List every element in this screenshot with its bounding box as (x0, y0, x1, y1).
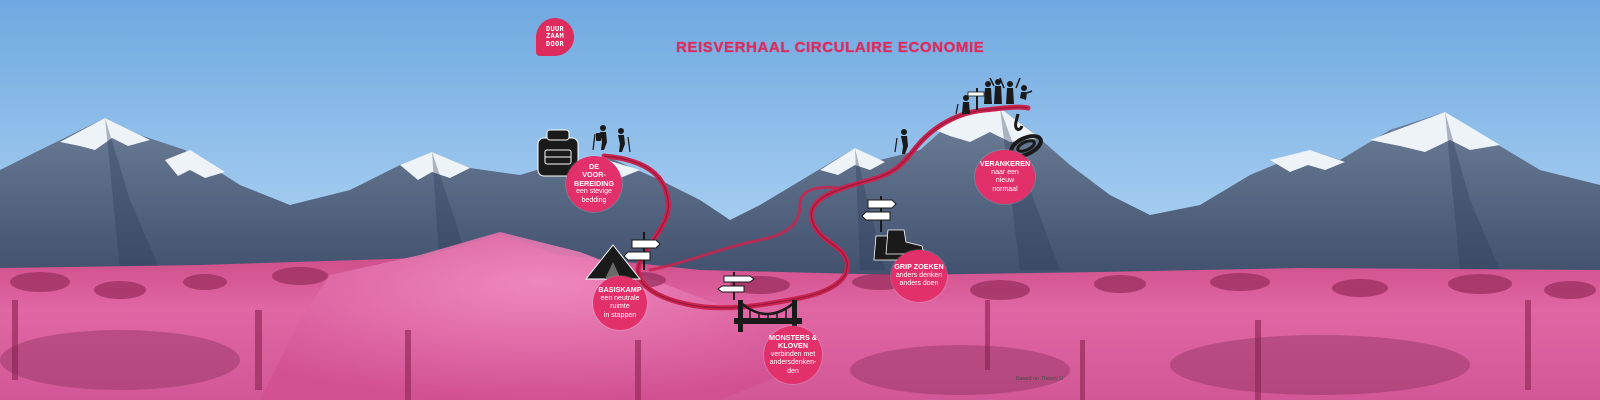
page-title: REISVERHAAL CIRCULAIRE ECONOMIE (676, 39, 985, 56)
station-subtitle: een stevige bedding (576, 188, 612, 204)
pink-hill (260, 232, 820, 400)
credit-text: Based on Theory U (1016, 376, 1064, 382)
duurzaamdoor-logo: DUUR ZAAM DOOR (536, 18, 574, 56)
backpack-icon (537, 129, 579, 177)
logo-line: DOOR (545, 39, 565, 48)
station-subtitle: naar een nieuw normaal (991, 168, 1019, 193)
logo-line: DUUR (545, 24, 565, 33)
station-grip-zoeken: GRIP ZOEKEN anders denken anders doen (891, 250, 947, 302)
station-title: DE VOOR- BEREIDING (574, 161, 614, 188)
bridge-icon (734, 300, 802, 332)
station-subtitle: verbinden met andersdenken- den (769, 350, 817, 375)
rock-shading (105, 108, 1500, 270)
logo-line: ZAAM (545, 32, 565, 41)
snow-caps (60, 108, 1500, 180)
journey-path-inner (603, 106, 1029, 309)
hiker-climbing-icon (894, 129, 908, 154)
station-title: MONSTERS & KLOVEN (769, 332, 817, 351)
station-verankeren: VERANKEREN naar een nieuw normaal (975, 150, 1035, 204)
signpost-icon (861, 196, 897, 232)
station-subtitle: een neutrale ruimte in stappen (600, 294, 640, 319)
station-monsters-kloven: MONSTERS & KLOVEN verbinden met andersde… (764, 326, 822, 384)
field-shadows (0, 330, 1470, 395)
station-subtitle: anders denken anders doen (895, 271, 943, 288)
signpost-icon (717, 272, 755, 300)
hikers-icon (592, 125, 631, 153)
station-basiskamp: BASISKAMP een neutrale ruimte in stappen (593, 276, 647, 330)
station-title: VERANKEREN (979, 159, 1031, 168)
signpost-icon (623, 232, 661, 270)
station-title: GRIP ZOEKEN (894, 262, 944, 272)
station-voorbereiding: DE VOOR- BEREIDING een stevige bedding (566, 156, 622, 212)
summit-people-icon (955, 77, 1033, 115)
journey-path-return (648, 185, 840, 272)
station-title: BASISKAMP (598, 285, 642, 294)
